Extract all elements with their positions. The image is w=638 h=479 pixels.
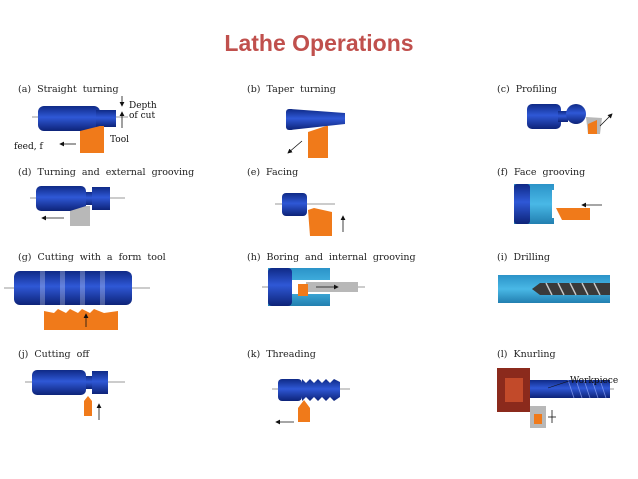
caption-cutting-off: (j) Cutting off (18, 349, 90, 360)
label-feed: feed, f (14, 142, 43, 152)
label-depth: Depth (129, 101, 157, 111)
caption-facing: (e) Facing (247, 167, 299, 178)
diagram-profiling (527, 104, 613, 134)
diagram-facing (275, 193, 346, 236)
caption-threading: (k) Threading (247, 349, 316, 360)
diagram-form-tool (4, 271, 150, 330)
caption-form-tool: (g) Cutting with a form tool (18, 252, 166, 263)
label-workpiece: Workpiece (570, 376, 618, 386)
diagram-external-grooving (30, 186, 125, 226)
caption-taper-turning: (b) Taper turning (247, 84, 336, 95)
caption-knurling: (l) Knurling (497, 349, 556, 360)
caption-face-grooving: (f) Face grooving (497, 167, 586, 178)
caption-boring: (h) Boring and internal grooving (247, 252, 416, 263)
label-tool: Tool (110, 135, 129, 145)
diagram-taper-turning (286, 109, 345, 158)
label-of-cut: of cut (129, 111, 155, 121)
caption-turning-external-grooving: (d) Turning and external grooving (18, 167, 195, 178)
caption-drilling: (i) Drilling (497, 252, 550, 263)
diagram-straight-turning: Depth of cut Tool feed, f (14, 96, 157, 153)
diagram-face-grooving (514, 184, 602, 224)
diagram-threading (272, 379, 350, 425)
diagram-knurling: Workpiece (497, 368, 618, 428)
page-title: Lathe Operations (224, 30, 414, 56)
caption-profiling: (c) Profiling (497, 84, 558, 95)
diagram-cutting-off (25, 370, 125, 420)
caption-straight-turning: (a) Straight turning (18, 84, 119, 95)
diagram-boring (262, 268, 365, 306)
diagram-drilling (498, 275, 610, 303)
